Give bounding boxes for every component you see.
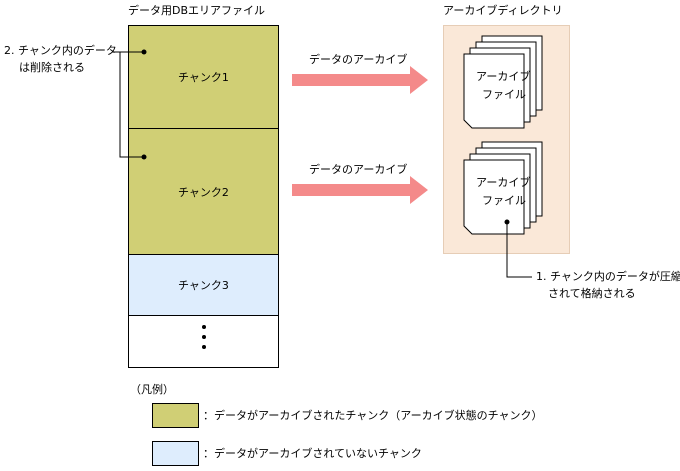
deleted-callout-dot bbox=[141, 154, 147, 160]
legend-not-archived-label: ：データがアーカイブされていないチャンク bbox=[203, 447, 422, 460]
legend-archived-swatch bbox=[152, 403, 199, 428]
deleted-callout-text: は削除される bbox=[19, 61, 85, 74]
chunk-1: チャンク1 bbox=[128, 25, 279, 129]
archive-directory-title: アーカイブディレクトリ bbox=[443, 4, 563, 17]
archive-arrow-label: データのアーカイブ bbox=[309, 163, 408, 176]
legend-not-archived-swatch bbox=[152, 441, 199, 466]
legend-archived-label: ：データがアーカイブされたチャンク（アーカイブ状態のチャンク） bbox=[203, 409, 543, 422]
archive-arrow-label: データのアーカイブ bbox=[309, 53, 408, 66]
continuation-dot bbox=[202, 325, 206, 329]
chunk-remaining bbox=[128, 315, 279, 368]
archive-file-stack-1 bbox=[463, 35, 543, 129]
archive-arrow-1 bbox=[292, 66, 428, 94]
compressed-callout-text: されて格納される bbox=[548, 287, 636, 300]
chunk-1-label: チャンク1 bbox=[178, 71, 229, 84]
continuation-dot bbox=[202, 345, 206, 349]
archive-file-label: アーカイブ bbox=[476, 176, 531, 189]
deleted-callout-dot bbox=[141, 49, 147, 55]
chunk-2: チャンク2 bbox=[128, 128, 279, 255]
chunk-2-label: チャンク2 bbox=[178, 185, 229, 199]
archive-file-label: アーカイブ bbox=[476, 70, 531, 83]
deleted-callout-text: 2. チャンク内のデータ bbox=[4, 44, 117, 57]
legend-title: （凡例） bbox=[130, 383, 174, 396]
deleted-callout-line bbox=[112, 51, 144, 158]
archive-file-label: ファイル bbox=[482, 88, 526, 101]
archive-file-stack-2 bbox=[463, 141, 543, 235]
db-area-title: データ用DBエリアファイル bbox=[128, 4, 266, 17]
archive-arrow-2 bbox=[292, 176, 428, 204]
compressed-callout-text: 1. チャンク内のデータが圧縮 bbox=[536, 270, 680, 283]
archive-file-label: ファイル bbox=[482, 194, 526, 207]
compressed-callout-line bbox=[506, 222, 532, 278]
chunk-3-label: チャンク3 bbox=[178, 279, 229, 292]
continuation-dot bbox=[202, 335, 206, 339]
